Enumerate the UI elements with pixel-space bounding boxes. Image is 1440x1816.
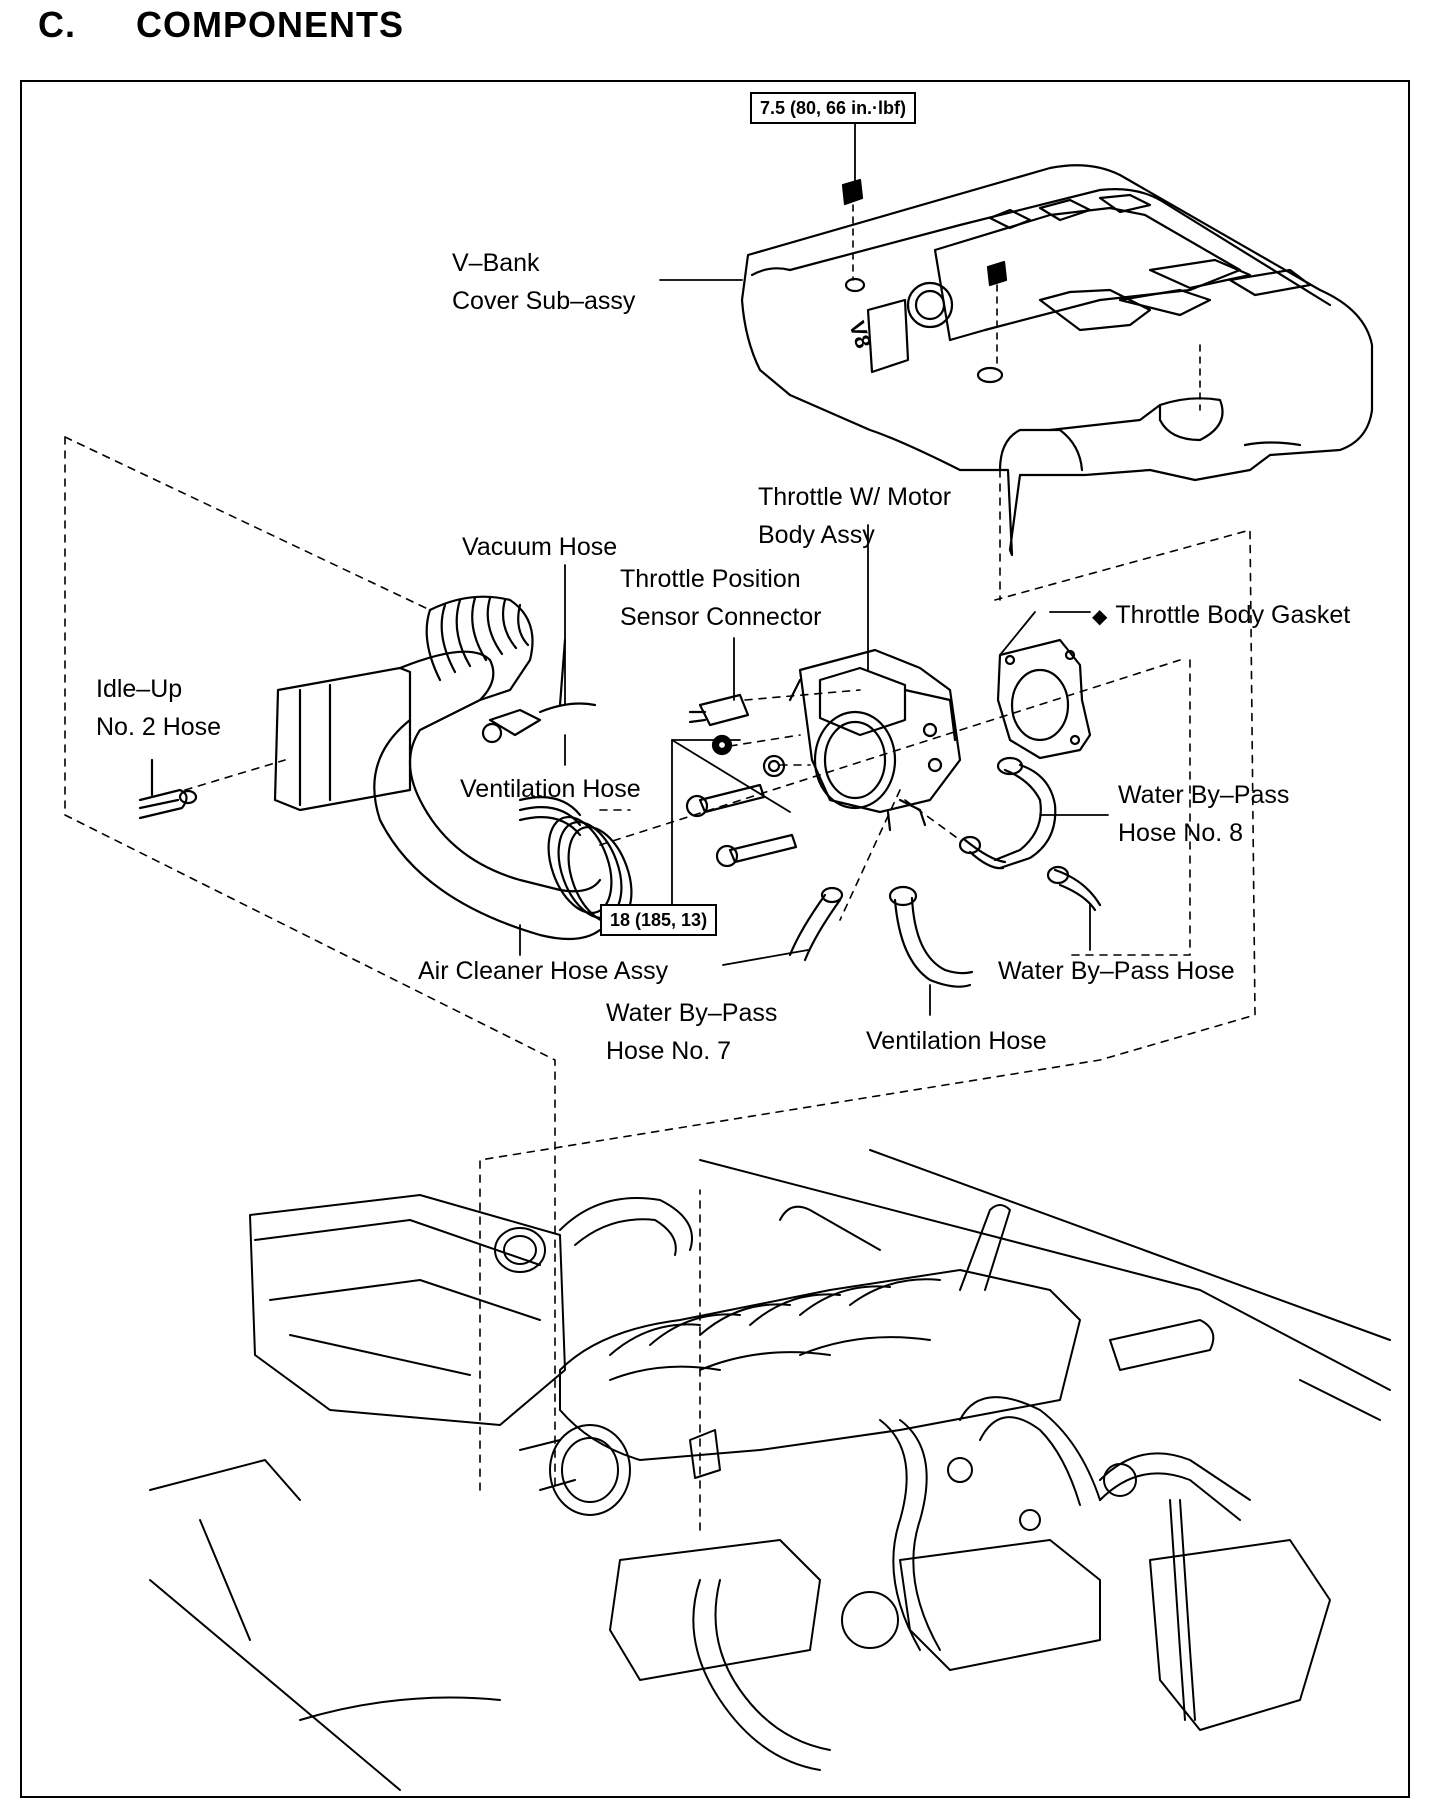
label-idle-up-hose: Idle–Up No. 2 Hose <box>96 670 221 746</box>
label-water-bypass-8-line1: Water By–Pass <box>1118 781 1290 809</box>
label-ventilation-hose-lower: Ventilation Hose <box>866 1027 1047 1055</box>
throttle-body-illustration <box>788 648 962 832</box>
label-idle-up-line2: No. 2 Hose <box>96 713 222 741</box>
tps-connector-illustration <box>688 693 750 756</box>
water-bypass-hoses-illustration <box>788 756 1102 988</box>
throttle-gasket-illustration <box>996 638 1092 760</box>
label-idle-up-line1: Idle–Up <box>96 675 183 703</box>
diagram-frame <box>20 80 1410 1798</box>
vbank-cover-illustration <box>740 164 1374 557</box>
label-tps-line2: Sensor Connector <box>620 603 822 631</box>
label-water-bypass-8-line2: Hose No. 8 <box>1118 819 1244 847</box>
label-throttle-gasket-text: Throttle Body Gasket <box>1115 601 1351 629</box>
throttle-bolts-illustration <box>685 754 798 868</box>
label-vacuum-hose: Vacuum Hose <box>462 533 618 561</box>
air-cleaner-hose-illustration <box>273 595 633 941</box>
label-throttle-body-line1: Throttle W/ Motor <box>758 483 952 511</box>
diamond-icon: ◆ <box>1092 606 1108 628</box>
throttle-bolt-torque-spec: 18 (185, 13) <box>600 904 718 936</box>
label-tps-line1: Throttle Position <box>620 565 801 593</box>
label-throttle-gasket: ◆ Throttle Body Gasket <box>1092 596 1350 636</box>
label-vbank-cover-line2: Cover Sub–assy <box>452 287 636 315</box>
section-heading: C. COMPONENTS <box>38 4 404 46</box>
label-water-bypass-hose-7: Water By–Pass Hose No. 7 <box>606 994 777 1070</box>
label-vbank-cover: V–Bank Cover Sub–assy <box>452 244 635 320</box>
section-letter: C. <box>38 4 76 45</box>
label-ventilation-hose-upper: Ventilation Hose <box>460 775 641 803</box>
label-air-cleaner-hose: Air Cleaner Hose Assy <box>418 957 669 985</box>
label-water-bypass-7-line1: Water By–Pass <box>606 999 778 1027</box>
cover-nut-torque-spec: 7.5 (80, 66 in.·lbf) <box>750 92 917 124</box>
idle-up-hose-illustration <box>138 758 198 820</box>
label-vbank-cover-line1: V–Bank <box>452 249 540 277</box>
label-water-bypass-hose-8: Water By–Pass Hose No. 8 <box>1118 776 1289 852</box>
label-water-bypass-hose: Water By–Pass Hose <box>998 957 1235 985</box>
label-throttle-body: Throttle W/ Motor Body Assy <box>758 478 951 554</box>
label-tps-connector: Throttle Position Sensor Connector <box>620 560 822 636</box>
label-throttle-body-line2: Body Assy <box>758 521 875 549</box>
section-title: COMPONENTS <box>136 4 405 45</box>
engine-bay-illustration <box>149 1149 1391 1791</box>
label-water-bypass-7-line2: Hose No. 7 <box>606 1037 732 1065</box>
